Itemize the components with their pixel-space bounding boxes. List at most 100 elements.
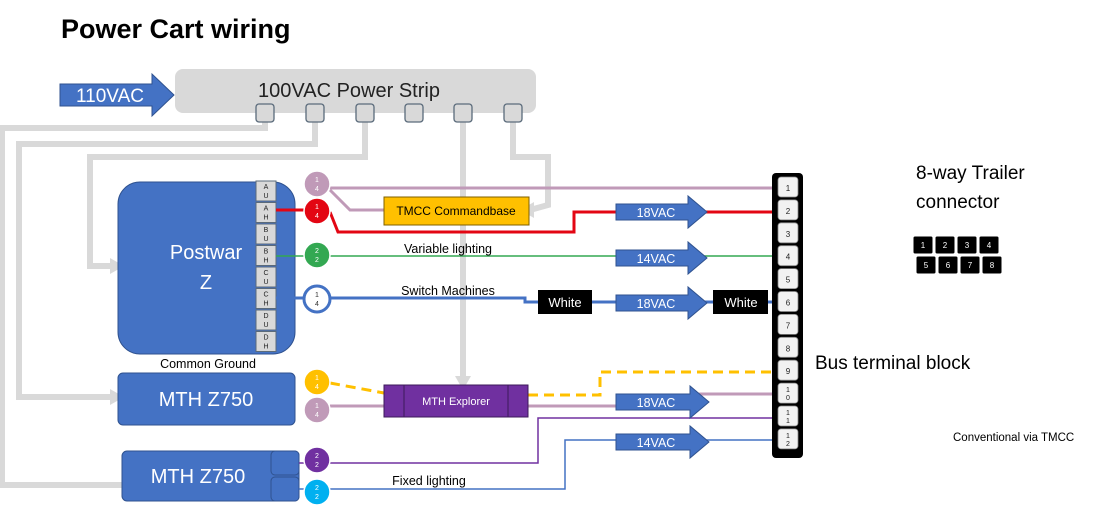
arrow-18vac-2-label: 18VAC [637, 297, 676, 311]
trailer-pin-number: 3 [965, 241, 970, 250]
postwar-terminal [255, 180, 277, 202]
white-wire-box-2-label: White [724, 295, 757, 310]
grey-wire-postwar [87, 118, 368, 269]
postwar-terminal-letter: A [264, 184, 269, 191]
bus-terminal-number: 5 [786, 276, 791, 285]
bus-terminal [777, 313, 799, 335]
wire-connector-label: 1 [315, 403, 319, 410]
bus-terminal-number: 1 [786, 184, 791, 193]
arrow-14vac-2 [615, 424, 710, 460]
bus-terminal-number: 1 [786, 387, 790, 394]
white-wire-box-1 [538, 290, 592, 314]
trailer-label-line1: 8-way Trailer [916, 163, 1025, 184]
postwar-terminal-letter: H [263, 258, 268, 265]
arrow-14vac-1 [615, 240, 708, 276]
grey-wire-tmcc [510, 118, 551, 213]
trailer-pin-number: 4 [987, 241, 992, 250]
postwar-terminal-letter: D [263, 335, 268, 342]
bus-terminal [777, 291, 799, 312]
postwar-terminal [255, 223, 277, 245]
trailer-pin-number: 7 [968, 261, 973, 270]
arrow-14vac-2-label: 14VAC [637, 436, 676, 450]
variable-lighting-label: Variable lighting [404, 242, 492, 256]
wire-connector [303, 241, 331, 269]
bus-terminal-number: 2 [786, 207, 791, 216]
wire-yellow-a [329, 381, 385, 395]
trailer-pin [934, 235, 956, 255]
mth-z750-a-label: MTH Z750 [159, 389, 253, 411]
postwar-terminal [255, 309, 277, 331]
white-wire-box-2 [713, 290, 768, 314]
wire-connector [303, 197, 331, 225]
bus-terminal [777, 359, 799, 381]
wire-connector [302, 284, 332, 314]
bus-terminal [777, 199, 799, 221]
trailer-label-line2: connector [916, 192, 1000, 213]
postwar-terminal [255, 202, 277, 223]
postwar-z-transformer [117, 181, 296, 355]
wire-purple [299, 417, 777, 464]
wire-connector-label: 4 [315, 213, 319, 220]
white-wire-box-1-label: White [548, 295, 581, 310]
wire-connector [303, 396, 331, 424]
postwar-terminal [255, 331, 277, 352]
arrow-18vac-3 [615, 384, 710, 420]
postwar-terminal-letter: H [263, 215, 268, 222]
postwar-terminal-letter: H [263, 344, 268, 351]
wire-connector-label: 2 [315, 453, 319, 460]
trailer-pin-number: 5 [924, 261, 929, 270]
arrow-18vac-3-label: 18VAC [637, 396, 676, 410]
wire-connector [303, 478, 331, 506]
wire-connector-label: 2 [315, 494, 319, 501]
conventional-label: Conventional via TMCC [953, 432, 1074, 444]
wire-connector [303, 368, 331, 396]
bus-terminal [777, 405, 799, 427]
arrow-18vac-1 [615, 194, 708, 230]
bus-terminal [777, 176, 799, 198]
wire-connector-label: 2 [315, 462, 319, 469]
input-arrow [59, 72, 175, 118]
postwar-terminal-letter: C [263, 292, 268, 299]
wire-connector-label: 4 [315, 301, 319, 308]
wire-connector [303, 446, 331, 474]
mth-z750-a [117, 372, 296, 426]
arrow-18vac-2 [615, 285, 708, 321]
tmcc-commandbase [383, 196, 530, 226]
switch-machines-label: Switch Machines [401, 284, 495, 298]
z750-b-terminal-1 [270, 450, 300, 476]
postwar-terminal [255, 266, 277, 288]
mth-explorer-label: MTH Explorer [422, 396, 490, 408]
trailer-pin [956, 235, 978, 255]
trailer-pin [937, 255, 959, 275]
power-strip-outlets [255, 103, 523, 123]
wire-connector-label: 1 [315, 177, 319, 184]
wire-yellow-b [528, 370, 777, 397]
z750-b-terminal-2 [270, 476, 300, 502]
wire-connector-label: 2 [315, 485, 319, 492]
postwar-terminal-letter: U [263, 236, 268, 243]
bus-terminal-number: 9 [786, 367, 791, 376]
diagram-title: Power Cart wiring [61, 14, 291, 44]
postwar-label-line2: Z [200, 272, 212, 294]
postwar-terminal-letter: U [263, 193, 268, 200]
bus-terminal-number: 7 [786, 321, 791, 330]
bus-terminal-number: 0 [786, 395, 790, 402]
bus-terminal-number: 3 [786, 230, 791, 239]
bus-terminal [777, 245, 799, 267]
voltage-arrows: 18VAC 14VAC 18VAC 18VAC 14VAC [615, 194, 710, 460]
wire-connector-label: 1 [315, 204, 319, 211]
postwar-terminal-letter: B [264, 249, 269, 256]
bus-terminal-number: 2 [786, 441, 790, 448]
input-arrow-label: 110VAC [76, 86, 144, 107]
bus-terminal-number: 6 [786, 299, 791, 308]
trailer-pin-number: 6 [946, 261, 951, 270]
grey-feed-wires [0, 118, 551, 488]
bus-terminal [777, 428, 799, 450]
mth-explorer [383, 384, 529, 418]
wire-connector-label: 4 [315, 384, 319, 391]
